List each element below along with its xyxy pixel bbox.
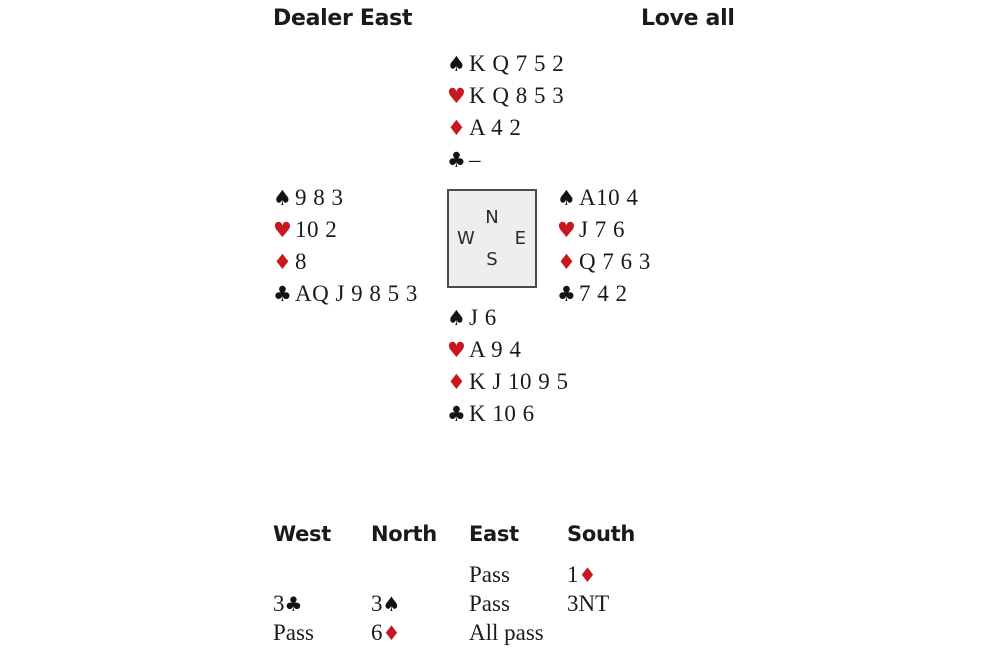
diamond-icon: ♦ <box>273 250 292 274</box>
bidding-column-south: South <box>567 522 635 546</box>
hand-east: ♠ A10 4 ♥ J 7 6 ♦ Q 7 6 3 ♣ 7 4 2 <box>557 186 651 314</box>
spade-icon: ♠ <box>447 306 466 330</box>
heart-icon: ♥ <box>557 218 576 242</box>
hand-south-hearts: A 9 4 <box>469 337 522 362</box>
dealer-label: Dealer East <box>273 6 413 31</box>
bid-east: Pass <box>469 591 510 616</box>
hand-south-clubs: K 10 6 <box>469 401 535 426</box>
hand-west-spades: 9 8 3 <box>295 185 344 210</box>
bid-east: All pass <box>469 620 544 645</box>
heart-icon: ♥ <box>273 218 292 242</box>
hand-west-clubs-row: ♣ AQ J 9 8 5 3 <box>273 282 418 314</box>
spade-icon: ♠ <box>273 186 292 210</box>
hand-north: ♠ K Q 7 5 2 ♥ K Q 8 5 3 ♦ A 4 2 ♣ – <box>447 52 564 180</box>
diamond-icon: ♦ <box>578 563 597 587</box>
compass-north-label: N <box>485 207 499 228</box>
heart-icon: ♥ <box>447 338 466 362</box>
hand-north-clubs-row: ♣ – <box>447 148 564 180</box>
bidding-column-east: East <box>469 522 519 546</box>
club-icon: ♣ <box>447 402 466 426</box>
bid-north: 3♠ <box>371 591 469 617</box>
hand-east-clubs-row: ♣ 7 4 2 <box>557 282 651 314</box>
hand-west-hearts-row: ♥ 10 2 <box>273 218 418 250</box>
hand-south-hearts-row: ♥ A 9 4 <box>447 338 569 370</box>
bidding-row: Pass 1♦ <box>273 562 669 591</box>
hand-west-diamonds: 8 <box>295 249 307 274</box>
diamond-icon: ♦ <box>382 621 401 645</box>
diamond-icon: ♦ <box>557 250 576 274</box>
vulnerability-label: Love all <box>641 6 735 31</box>
hand-west-clubs: AQ J 9 8 5 3 <box>295 281 418 306</box>
bid-north: 6♦ <box>371 620 469 646</box>
compass-south-label: S <box>486 249 498 270</box>
hand-east-hearts-row: ♥ J 7 6 <box>557 218 651 250</box>
bidding-column-north: North <box>371 522 437 546</box>
bidding-header-row: West North East South <box>273 522 669 562</box>
hand-north-spades: K Q 7 5 2 <box>469 51 565 76</box>
bid-south-level: 1 <box>567 562 579 587</box>
bidding-column-west: West <box>273 522 331 546</box>
bid-north-level: 6 <box>371 620 383 645</box>
compass-west-label: W <box>457 227 475 249</box>
compass-box: N W E S <box>447 189 537 288</box>
hand-east-clubs: 7 4 2 <box>579 281 628 306</box>
hand-south-diamonds-row: ♦ K J 10 9 5 <box>447 370 569 402</box>
bid-south: 1♦ <box>567 562 665 588</box>
hand-east-spades: A10 4 <box>579 185 639 210</box>
club-icon: ♣ <box>447 148 466 172</box>
diamond-icon: ♦ <box>447 370 466 394</box>
hand-west-spades-row: ♠ 9 8 3 <box>273 186 418 218</box>
club-icon: ♣ <box>273 282 292 306</box>
hand-south-clubs-row: ♣ K 10 6 <box>447 402 569 434</box>
compass-east-label: E <box>514 227 526 249</box>
hand-south: ♠ J 6 ♥ A 9 4 ♦ K J 10 9 5 ♣ K 10 6 <box>447 306 569 434</box>
bidding-row: 3♣ 3♠ Pass 3NT <box>273 591 669 620</box>
hand-west: ♠ 9 8 3 ♥ 10 2 ♦ 8 ♣ AQ J 9 8 5 3 <box>273 186 418 314</box>
hand-west-hearts: 10 2 <box>295 217 338 242</box>
hand-east-hearts: J 7 6 <box>579 217 625 242</box>
bid-west: 3♣ <box>273 591 371 617</box>
bidding-row: Pass 6♦ All pass <box>273 620 669 649</box>
heart-icon: ♥ <box>447 84 466 108</box>
hand-south-spades-row: ♠ J 6 <box>447 306 569 338</box>
hand-north-hearts: K Q 8 5 3 <box>469 83 565 108</box>
spade-icon: ♠ <box>447 52 466 76</box>
hand-south-diamonds: K J 10 9 5 <box>469 369 569 394</box>
hand-east-diamonds: Q 7 6 3 <box>579 249 651 274</box>
hand-north-hearts-row: ♥ K Q 8 5 3 <box>447 84 564 116</box>
hand-north-clubs: – <box>469 147 481 172</box>
club-icon: ♣ <box>284 592 303 616</box>
bid-west: Pass <box>273 620 314 645</box>
hand-north-diamonds: A 4 2 <box>469 115 522 140</box>
bid-west-level: 3 <box>273 591 285 616</box>
bid-south: 3NT <box>567 591 610 616</box>
spade-icon: ♠ <box>382 592 401 616</box>
hand-south-spades: J 6 <box>469 305 497 330</box>
hand-north-diamonds-row: ♦ A 4 2 <box>447 116 564 148</box>
bid-north-level: 3 <box>371 591 383 616</box>
hand-east-spades-row: ♠ A10 4 <box>557 186 651 218</box>
diamond-icon: ♦ <box>447 116 466 140</box>
spade-icon: ♠ <box>557 186 576 210</box>
bid-east: Pass <box>469 562 510 587</box>
club-icon: ♣ <box>557 282 576 306</box>
hand-west-diamonds-row: ♦ 8 <box>273 250 418 282</box>
hand-east-diamonds-row: ♦ Q 7 6 3 <box>557 250 651 282</box>
bidding-table: West North East South Pass 1♦ 3♣ 3♠ Pass… <box>273 522 669 649</box>
hand-north-spades-row: ♠ K Q 7 5 2 <box>447 52 564 84</box>
